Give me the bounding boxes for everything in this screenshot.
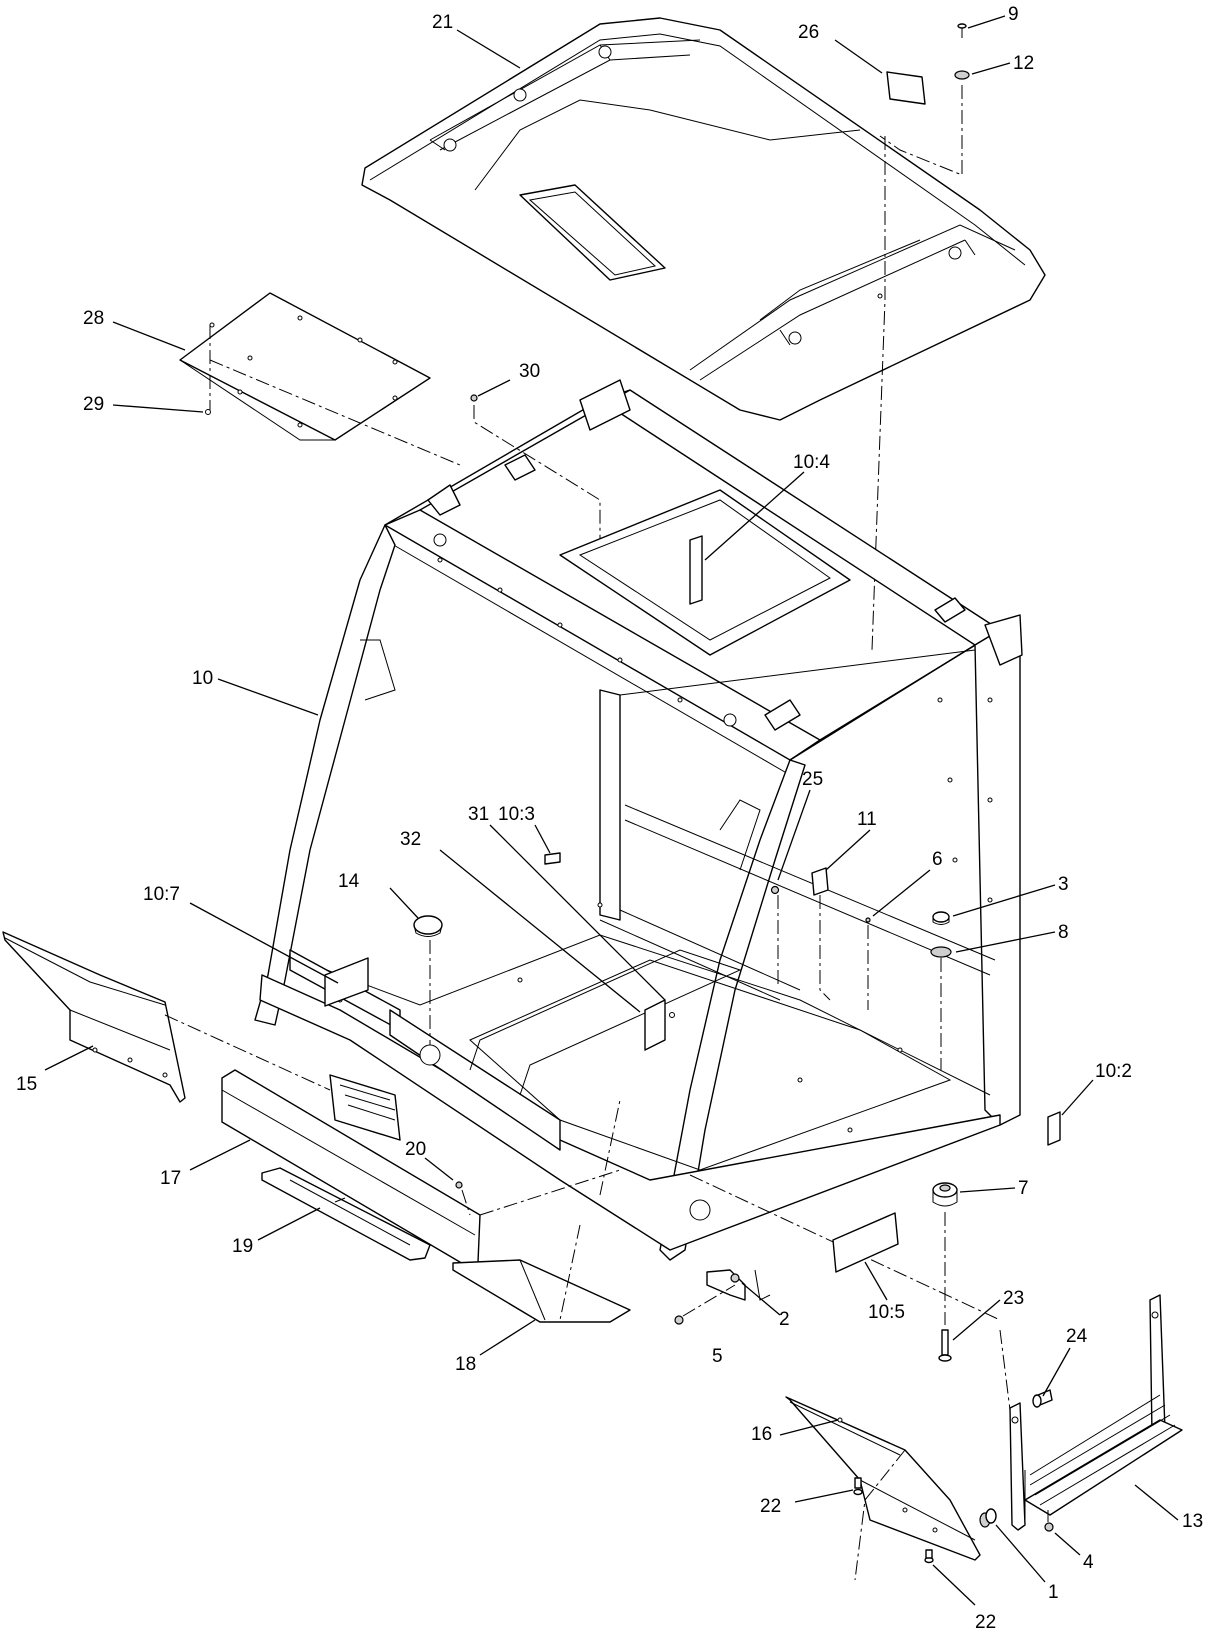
dash-line <box>682 1284 736 1317</box>
callout-2: 2 <box>779 1309 790 1330</box>
decal-part-10-7 <box>324 957 369 1007</box>
bolt-part-23 <box>938 1329 952 1362</box>
side-plate-part-15 <box>2 931 186 1103</box>
washer-part-12 <box>954 70 970 80</box>
washer-part-1 <box>979 1508 997 1528</box>
callout-4: 4 <box>1083 1552 1094 1573</box>
callout-20: 20 <box>405 1139 426 1160</box>
floor-mat-part-18 <box>452 1259 631 1323</box>
callout-10: 10 <box>192 668 213 689</box>
plug-part-14 <box>413 915 443 937</box>
callout-25: 25 <box>802 769 823 790</box>
screw-part-22 <box>924 1549 934 1564</box>
callout-31: 31 <box>468 804 489 825</box>
callout-10-5: 10:5 <box>868 1302 905 1323</box>
bolt-part-9 <box>957 23 967 38</box>
nut-part-30 <box>470 394 478 402</box>
bolt-part-24 <box>1032 1389 1053 1408</box>
panel-part-28 <box>179 292 431 441</box>
callout-29: 29 <box>83 394 104 415</box>
floor-mat-part-19 <box>261 1167 431 1261</box>
callout-10-2: 10:2 <box>1095 1061 1132 1082</box>
screw-part-22 <box>853 1477 863 1496</box>
clip-part-11 <box>811 867 829 896</box>
washer-part-8 <box>930 946 952 958</box>
callout-12: 12 <box>1013 53 1034 74</box>
callout-10-7: 10:7 <box>143 884 180 905</box>
decal-part-10-5 <box>832 1212 899 1273</box>
callout-labels: 21 26 9 12 28 29 30 10:4 10 10:3 31 32 2… <box>16 4 1203 1633</box>
callout-22-b: 22 <box>975 1612 996 1633</box>
dash-line <box>461 1189 471 1216</box>
side-plate-part-16 <box>785 1396 981 1561</box>
callout-3: 3 <box>1058 874 1069 895</box>
decal-part-10-2 <box>1047 1111 1061 1146</box>
bracket-part-2 <box>706 1269 771 1301</box>
callout-6: 6 <box>932 849 943 870</box>
dash-line <box>871 136 886 651</box>
dash-line <box>599 1099 621 1196</box>
callout-13: 13 <box>1182 1511 1203 1532</box>
callout-24: 24 <box>1066 1326 1088 1347</box>
callout-10-3: 10:3 <box>498 804 535 825</box>
callout-19: 19 <box>232 1236 253 1257</box>
step-part-13 <box>1009 1294 1183 1531</box>
dash-line <box>689 1174 1001 1321</box>
screw-part-29 <box>205 409 211 415</box>
callout-32: 32 <box>400 829 421 850</box>
screw-part-6 <box>865 917 871 923</box>
dash-line <box>819 895 831 1001</box>
roof-part-21 <box>361 17 1046 421</box>
leader-lines <box>44 15 1179 1606</box>
callout-1: 1 <box>1048 1582 1059 1603</box>
callout-5: 5 <box>712 1346 723 1367</box>
nut-part-3 <box>932 911 950 925</box>
dash-line <box>559 1224 581 1321</box>
dash-line <box>879 85 963 176</box>
callout-30: 30 <box>519 361 540 382</box>
callout-16: 16 <box>751 1424 772 1445</box>
callout-10-4: 10:4 <box>793 452 830 473</box>
nut-part-20 <box>455 1181 463 1189</box>
callout-28: 28 <box>83 308 104 329</box>
callout-21: 21 <box>432 12 453 33</box>
front-panel-part-17 <box>221 1069 481 1269</box>
decal-part-26 <box>886 71 926 105</box>
mount-part-7 <box>932 1182 958 1207</box>
callout-15: 15 <box>16 1074 37 1095</box>
nut-part-5 <box>674 1315 684 1325</box>
decal-part-10-3 <box>544 852 561 865</box>
nut-part-32 <box>669 1012 675 1018</box>
callout-23: 23 <box>1003 1288 1024 1309</box>
dash-line <box>473 405 601 540</box>
callout-17: 17 <box>160 1168 181 1189</box>
nut-part-25 <box>770 885 780 895</box>
bracket-part-31 <box>644 999 666 1051</box>
callout-8: 8 <box>1058 922 1069 943</box>
dash-line <box>164 1014 331 1091</box>
callout-9: 9 <box>1008 4 1019 25</box>
dash-line <box>209 359 461 466</box>
callout-26: 26 <box>798 22 819 43</box>
callout-14: 14 <box>338 871 360 892</box>
callout-11: 11 <box>857 809 877 830</box>
callout-7: 7 <box>1018 1178 1029 1199</box>
nut-part-4 <box>1044 1522 1054 1532</box>
dash-line <box>999 1329 1011 1411</box>
callout-22-a: 22 <box>760 1496 781 1517</box>
callout-18: 18 <box>455 1354 476 1375</box>
